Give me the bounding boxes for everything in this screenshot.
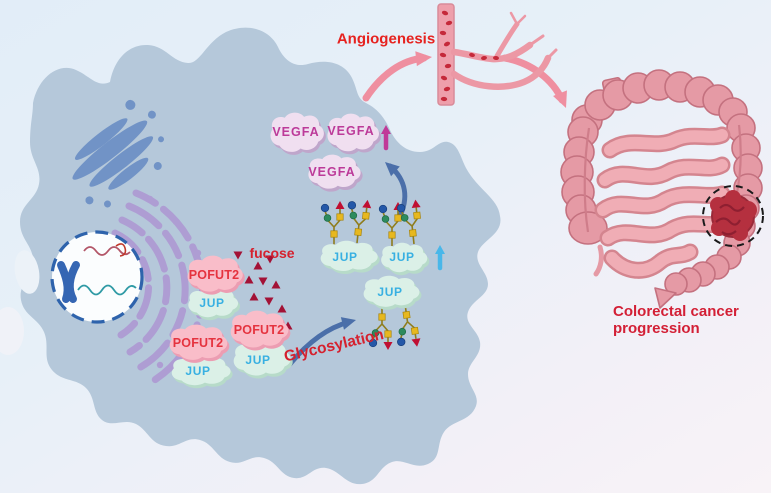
mrna-strand	[77, 284, 137, 296]
pofut2-jup-complex	[187, 255, 245, 321]
chromosome	[57, 261, 80, 303]
pofut2-label: POFUT2	[172, 335, 224, 350]
blood-vessel	[437, 3, 558, 106]
vegfa-label: VEGFA	[272, 124, 320, 139]
rna-hook	[115, 243, 127, 257]
vegfa-induction-arrow	[385, 162, 408, 221]
colorectal-cancer-label-line1: Colorectal cancer	[613, 303, 739, 320]
jup-label: JUP	[377, 285, 403, 299]
red-blood-cells	[439, 10, 499, 102]
secretion-arrow	[362, 51, 432, 102]
rectum	[654, 287, 677, 309]
vegfa-upregulation-arrow-icon	[381, 125, 391, 151]
colorectal-cancer-label: Colorectal cancer progression	[613, 303, 739, 337]
jup-label: JUP	[332, 250, 358, 264]
jup-label: JUP	[389, 250, 415, 264]
cell-vacuole	[0, 307, 24, 355]
jup-upregulation-arrow-icon	[435, 245, 445, 271]
nucleus	[50, 230, 144, 324]
small-intestine	[594, 126, 731, 279]
golgi-apparatus	[72, 99, 165, 208]
tumor-outline-circle	[702, 185, 764, 247]
tumor	[702, 185, 764, 247]
large-intestine	[560, 69, 764, 309]
appendix	[593, 244, 604, 277]
jup-label: JUP	[185, 364, 211, 378]
jup-label: JUP	[245, 353, 271, 367]
dna-strand	[83, 246, 131, 256]
pofut2-label: POFUT2	[188, 267, 240, 282]
vegfa-label: VEGFA	[308, 164, 356, 179]
angiogenesis-label: Angiogenesis	[336, 30, 436, 48]
fucose-label: fucose	[249, 245, 295, 261]
jup-label: JUP	[199, 296, 225, 310]
vegfa-label: VEGFA	[327, 123, 375, 138]
glycosylation-arrow	[287, 317, 356, 367]
pofut2-label: POFUT2	[233, 322, 285, 337]
cell-vacuole	[14, 250, 40, 294]
colorectal-cancer-label-line2: progression	[613, 319, 700, 337]
